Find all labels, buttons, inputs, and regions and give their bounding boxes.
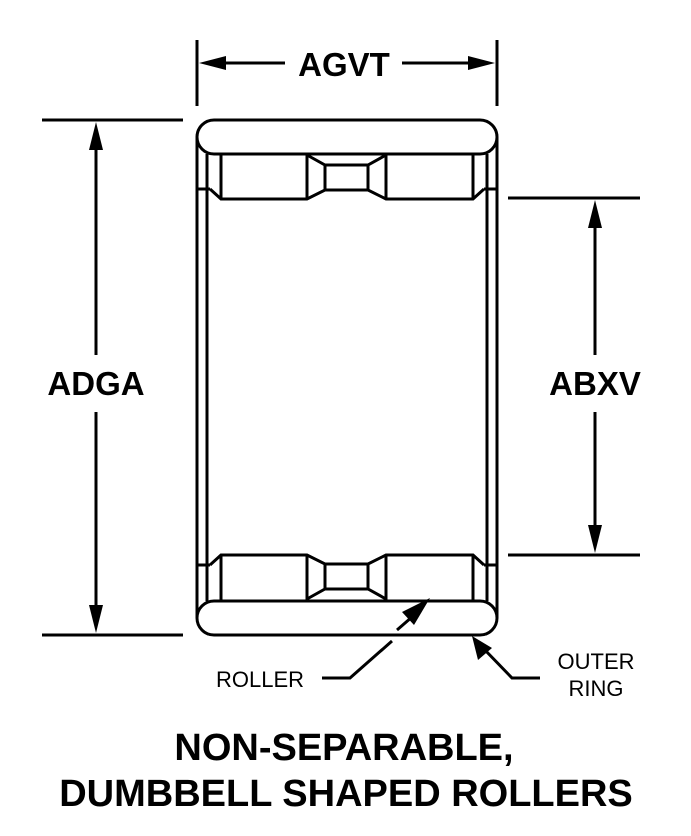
roller-top	[197, 153, 497, 201]
roller-label: ROLLER	[216, 667, 304, 692]
inner-diameter-label: ABXV	[549, 365, 641, 402]
bearing	[195, 118, 499, 637]
roller-callout: ROLLER	[216, 598, 430, 692]
outer-ring-bottom	[195, 599, 499, 637]
outer-ring-label-line2: RING	[569, 676, 624, 701]
title-line2: DUMBBELL SHAPED ROLLERS	[59, 773, 633, 815]
width-dimension: AGVT	[195, 40, 499, 106]
outer-ring-top	[195, 118, 499, 156]
roller-bottom	[197, 553, 497, 601]
outer-diameter-label: ADGA	[47, 365, 144, 402]
inner-diameter-dimension: ABXV	[508, 196, 641, 557]
outer-ring-label-line1: OUTER	[558, 649, 635, 674]
width-label: AGVT	[298, 46, 390, 83]
outer-ring-callout: OUTER RING	[472, 636, 635, 701]
outer-diameter-dimension: ADGA	[42, 118, 183, 637]
title-line1: NON-SEPARABLE,	[174, 727, 513, 769]
